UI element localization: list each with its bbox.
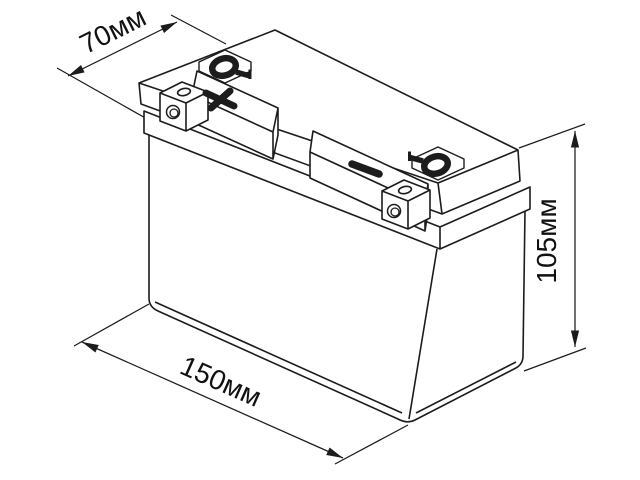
positive-eyelet-terminal (208, 54, 252, 80)
depth-dimension-line (67, 21, 178, 77)
battery-drawing (138, 29, 531, 423)
depth-extension-line-left (56, 67, 157, 125)
negative-bracket (381, 179, 431, 230)
positive-bracket (159, 81, 209, 132)
minus-icon (348, 160, 383, 178)
negative-eyelet-terminal (408, 151, 452, 178)
height-extension-line-top (518, 123, 586, 149)
negative-eyelet-tab (409, 154, 424, 164)
positive-bracket-bolt-hole (165, 104, 181, 120)
negative-bracket-edges (381, 179, 431, 230)
depth-dimension-label: 70мм (75, 1, 151, 60)
dimension-height: 105мм (518, 123, 587, 372)
positive-eyelet-ring (208, 54, 240, 80)
negative-eyelet-ring (420, 152, 452, 178)
battery-body (144, 131, 526, 423)
negative-bracket-bolt-hole-inner (390, 207, 400, 217)
positive-block-edges (191, 70, 279, 160)
positive-bracket-edges (159, 81, 209, 132)
plus-icon (202, 87, 238, 112)
body-face (144, 131, 525, 422)
positive-bracket-top-hole (176, 87, 192, 97)
length-extension-line-left (73, 303, 150, 347)
height-extension-line-bottom (523, 347, 587, 372)
positive-eyelet-tab (235, 69, 251, 79)
height-dimension-label: 105мм (531, 198, 562, 283)
positive-bracket-bolt-hole-inner (169, 108, 179, 118)
depth-extension-line-right (170, 14, 227, 45)
flange-edges (143, 110, 531, 250)
body-edges (148, 131, 526, 423)
lid-flange (143, 110, 531, 250)
length-dimension-line (81, 341, 344, 459)
length-extension-line-right (334, 424, 409, 465)
negative-bracket-top-hole (397, 185, 413, 195)
negative-bracket-bolt-hole (386, 203, 402, 219)
